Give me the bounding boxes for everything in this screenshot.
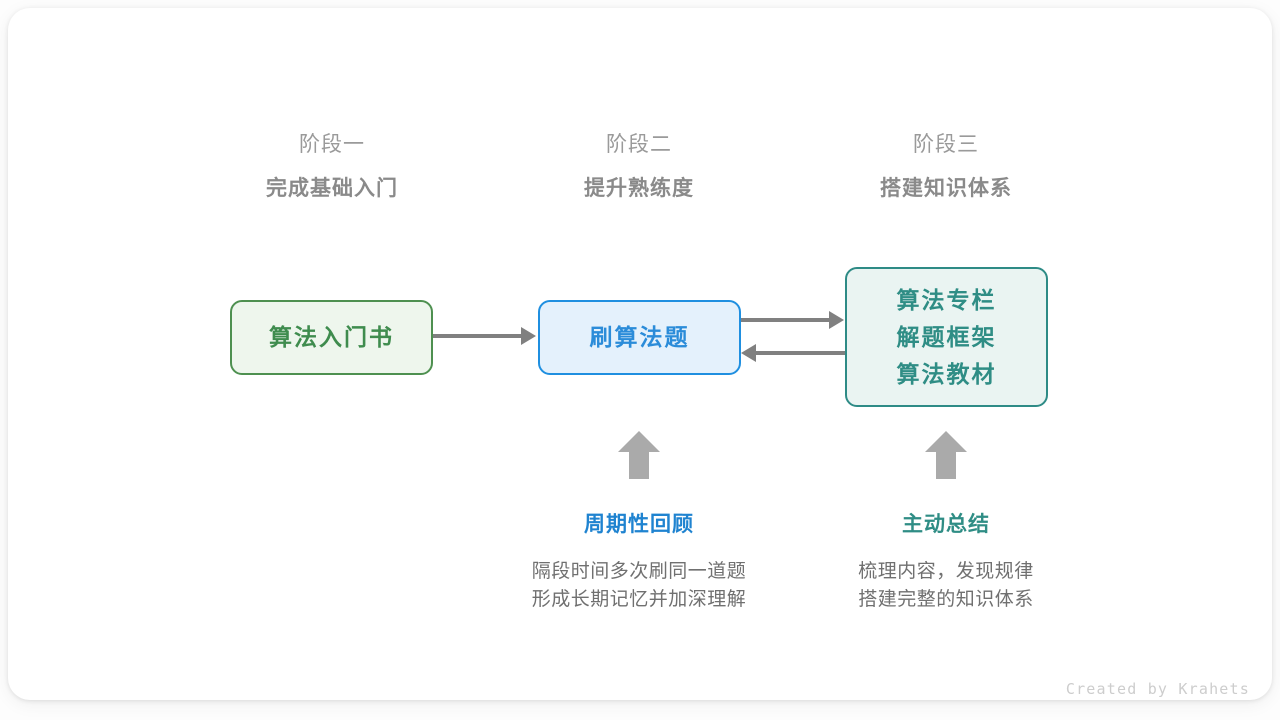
node-resources[interactable]: 算法专栏 解题框架 算法教材 [845, 267, 1048, 407]
note-desc-line-1: 梳理内容，发现规律 [858, 561, 1034, 582]
phase-header-1: 阶段一 完成基础入门 [212, 130, 452, 205]
phase-header-2: 阶段二 提升熟练度 [519, 130, 759, 205]
note-desc-line-2: 形成长期记忆并加深理解 [531, 589, 747, 610]
arrow-head-right-icon [521, 327, 536, 345]
node-book-line-1: 算法入门书 [269, 324, 394, 350]
arrow-head-left-icon [741, 344, 756, 362]
arrow-head-right-icon [829, 311, 844, 329]
up-arrow-head [925, 431, 967, 452]
phase-title-3: 搭建知识体系 [880, 177, 1012, 200]
connector-line [755, 351, 845, 355]
up-arrow-head [618, 431, 660, 452]
connector-line [433, 334, 523, 338]
node-practice[interactable]: 刷算法题 [538, 300, 741, 375]
node-book[interactable]: 算法入门书 [230, 300, 433, 375]
note-title-periodic-review: 周期性回顾 [584, 513, 694, 536]
phase-header-3: 阶段三 搭建知识体系 [826, 130, 1066, 205]
up-arrow-periodic-review-icon [618, 431, 660, 479]
note-periodic-review: 周期性回顾 隔段时间多次刷同一道题 形成长期记忆并加深理解 [479, 510, 799, 614]
note-desc-active-summary: 梳理内容，发现规律 搭建完整的知识体系 [786, 558, 1106, 614]
connector-line [741, 318, 831, 322]
note-desc-line-2: 搭建完整的知识体系 [858, 589, 1034, 610]
phase-name-1: 阶段一 [299, 133, 365, 156]
node-resources-line-3: 算法教材 [896, 360, 997, 387]
node-resources-line-2: 解题框架 [896, 323, 997, 350]
note-title-active-summary: 主动总结 [902, 513, 990, 536]
node-resources-line-1: 算法专栏 [896, 286, 997, 313]
note-desc-line-1: 隔段时间多次刷同一道题 [531, 561, 747, 582]
watermark-credit: Created by Krahets [1065, 680, 1250, 698]
node-practice-line-1: 刷算法题 [589, 324, 690, 350]
phase-name-2: 阶段二 [606, 133, 672, 156]
up-arrow-shaft [629, 451, 649, 479]
up-arrow-shaft [936, 451, 956, 479]
phase-name-3: 阶段三 [913, 133, 979, 156]
phase-title-2: 提升熟练度 [584, 177, 694, 200]
up-arrow-active-summary-icon [925, 431, 967, 479]
note-desc-periodic-review: 隔段时间多次刷同一道题 形成长期记忆并加深理解 [479, 558, 799, 614]
note-active-summary: 主动总结 梳理内容，发现规律 搭建完整的知识体系 [786, 510, 1106, 614]
phase-title-1: 完成基础入门 [266, 177, 398, 200]
